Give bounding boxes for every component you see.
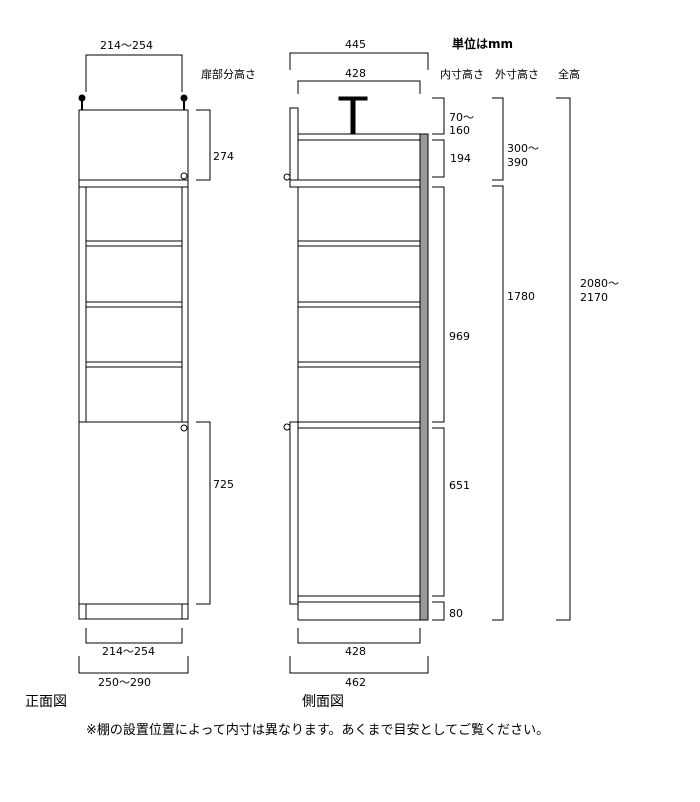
outer-upper-line2: 390 <box>507 156 528 169</box>
side-top-gap-bracket <box>432 97 445 135</box>
front-inner-width-bracket <box>85 628 183 644</box>
side-top-gap-line1: 70～ <box>449 111 474 124</box>
side-brace-post <box>350 99 356 135</box>
front-inner-width: 214～254 <box>102 645 155 658</box>
outer-height-header: 外寸高さ <box>495 67 539 81</box>
side-divider <box>289 179 421 188</box>
side-upper-inner: 194 <box>450 152 471 165</box>
side-bottom-outer-depth: 462 <box>345 676 366 689</box>
door-height-header: 扉部分高さ <box>201 67 256 81</box>
front-upper-door-bracket <box>196 109 211 181</box>
inner-height-header: 内寸高さ <box>440 67 484 81</box>
front-lower-door-height: 725 <box>213 478 234 491</box>
front-post-left-head <box>78 94 86 102</box>
front-outer-width: 250～290 <box>98 676 151 689</box>
units-label: 単位はmm <box>452 36 513 51</box>
side-middle-inner: 969 <box>449 330 470 343</box>
front-upper-door <box>78 109 189 181</box>
side-shelf-1 <box>297 240 421 247</box>
side-view-caption: 側面図 <box>302 694 344 710</box>
front-upper-knob <box>180 172 188 180</box>
front-shelf-1 <box>85 240 183 247</box>
front-divider <box>78 179 189 188</box>
outer-upper-line1: 300～ <box>507 142 539 155</box>
front-top-width: 214～254 <box>100 39 153 52</box>
side-top-depth: 445 <box>345 38 366 51</box>
side-bottom-inner-depth-bracket <box>297 628 421 644</box>
side-lower-knob <box>283 423 291 431</box>
front-view-caption: 正面図 <box>25 694 67 710</box>
side-top-gap-line2: 160 <box>449 124 470 137</box>
side-back-panel <box>419 133 429 621</box>
side-base: 80 <box>449 607 463 620</box>
side-view <box>283 52 571 674</box>
front-outer-width-bracket <box>78 656 189 674</box>
side-lower-door <box>289 421 299 605</box>
side-upper-door <box>289 107 299 181</box>
outer-lower: 1780 <box>507 290 535 303</box>
side-upper-inner-bracket <box>432 139 445 178</box>
front-upper-door-height: 274 <box>213 150 234 163</box>
side-top-depth-bracket <box>289 52 429 70</box>
total-height-line2: 2170 <box>580 291 608 304</box>
side-lower-top-board <box>297 421 421 429</box>
total-height-header: 全高 <box>558 67 580 81</box>
front-shelf-2 <box>85 301 183 308</box>
side-lower-inner: 651 <box>449 479 470 492</box>
side-base-bracket <box>432 601 445 621</box>
total-height-bracket <box>556 97 571 621</box>
footnote: ※棚の設置位置によって内寸は異なります。あくまで目安としてご覧ください。 <box>86 722 549 738</box>
front-lower-knob <box>180 424 188 432</box>
front-lower-door-bracket <box>196 421 211 605</box>
front-lower-door <box>78 421 189 605</box>
front-shelf-3 <box>85 361 183 368</box>
side-top-board <box>297 133 421 141</box>
front-top-width-bracket <box>85 54 183 92</box>
side-bottom-outer-depth-bracket <box>289 656 429 674</box>
side-middle-inner-bracket <box>432 186 445 423</box>
side-base-board <box>297 595 421 603</box>
total-height-line1: 2080～ <box>580 277 619 290</box>
side-upper-knob <box>283 173 291 181</box>
front-view <box>78 54 211 674</box>
front-base <box>78 603 189 620</box>
side-shelf-2 <box>297 301 421 308</box>
front-post-right-head <box>180 94 188 102</box>
side-top-inner-depth-bracket <box>297 80 421 94</box>
outer-upper-bracket <box>492 97 504 181</box>
outer-lower-bracket <box>492 185 504 621</box>
side-top-inner-depth: 428 <box>345 67 366 80</box>
side-shelf-3 <box>297 361 421 368</box>
side-lower-inner-bracket <box>432 427 445 597</box>
side-bottom-inner-depth: 428 <box>345 645 366 658</box>
